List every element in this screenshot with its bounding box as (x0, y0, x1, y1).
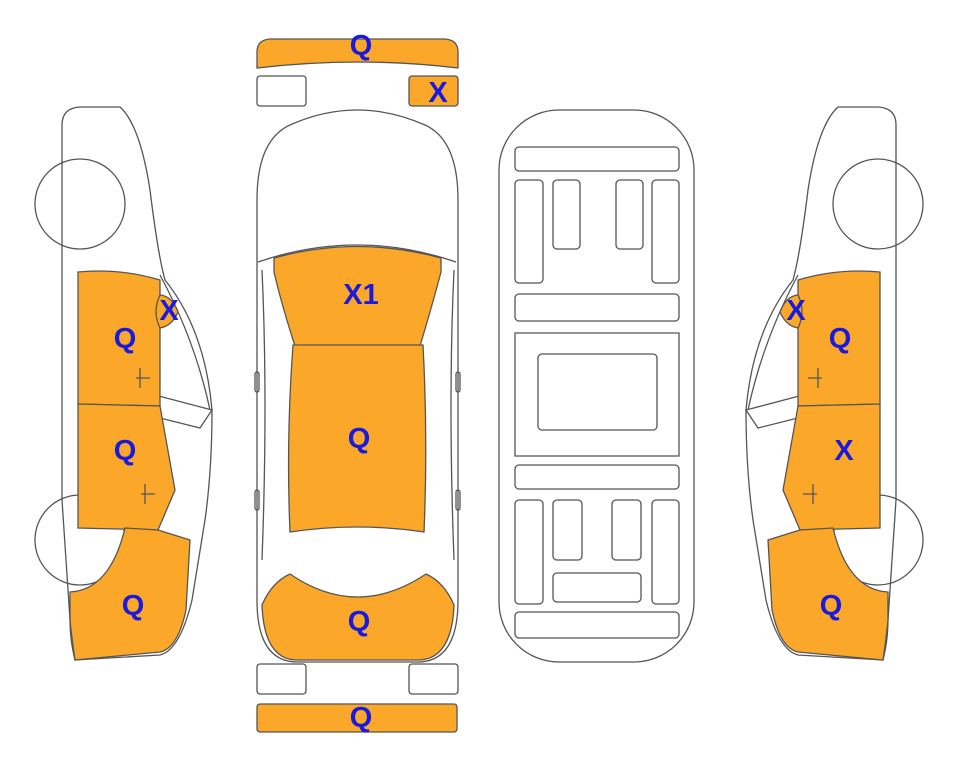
top-trunk-panel[interactable] (261, 573, 455, 661)
underbody-floor-pan (514, 332, 680, 457)
top-right-handle (455, 489, 461, 511)
front-grille-left-panel[interactable] (256, 75, 307, 107)
left-a-pillar (159, 274, 211, 411)
left-front-fender-mark: X (159, 295, 179, 327)
underbody-front-right-mount (615, 179, 644, 250)
top-roof-panel[interactable] (287, 344, 427, 533)
top-right-door-line (450, 269, 455, 561)
left-front-wheel (34, 158, 126, 250)
right-rear-door-mark: X (834, 435, 854, 467)
right-rear-quarter-mark: Q (820, 590, 843, 622)
top-windshield-frame (257, 244, 457, 263)
right-side-view: X Q X Q (744, 106, 924, 661)
underbody-center-tunnel (537, 353, 658, 431)
underbody-spare-well (552, 572, 642, 603)
underbody-rear-crossmember (514, 611, 680, 639)
right-body-outline (745, 106, 897, 661)
right-front-fender-mark: X (786, 295, 806, 327)
underbody-mid-front-crossmember (514, 293, 680, 322)
right-front-fender-panel[interactable] (779, 294, 803, 329)
left-rear-door-mark: Q (114, 435, 137, 467)
left-front-door-handle-icon (136, 368, 150, 388)
right-rear-door-panel[interactable] (782, 403, 881, 531)
top-hood-mark: X1 (343, 279, 378, 311)
left-rear-quarter-panel[interactable] (69, 527, 191, 661)
top-left-mirror (254, 371, 260, 393)
front-bumper-panel[interactable] (256, 38, 459, 69)
underbody-rear-right-mount (611, 499, 642, 561)
top-left-door-line (261, 269, 266, 561)
underbody-front-right-rail (651, 179, 680, 284)
right-front-door-handle-icon (808, 368, 822, 388)
top-left-handle (254, 489, 260, 511)
left-rear-door-panel[interactable] (77, 403, 176, 531)
right-rear-door-handle-icon (803, 484, 817, 504)
left-front-fender-panel[interactable] (155, 294, 179, 329)
rear-bumper-panel[interactable] (256, 703, 458, 733)
front-view: Q X (256, 30, 459, 109)
underbody-rear-left-mount (552, 499, 583, 561)
underbody-view (498, 109, 695, 663)
top-roof-mark: Q (348, 423, 371, 455)
rear-view: Q (256, 663, 459, 734)
top-trunk-mark: Q (348, 606, 371, 638)
right-front-wheel (832, 158, 924, 250)
left-body-outline (61, 106, 213, 661)
right-front-door-mark: Q (829, 323, 852, 355)
underbody-rear-left-rail (514, 499, 544, 605)
left-rear-quarter-mark: Q (122, 590, 145, 622)
front-grille-right-panel[interactable] (408, 75, 459, 107)
left-side-view: X Q Q Q (34, 106, 214, 661)
left-rear-door-handle-icon (141, 484, 155, 504)
top-hood-panel[interactable] (273, 245, 442, 347)
underbody-rear-right-rail (651, 499, 680, 605)
underbody-front-left-rail (514, 179, 544, 284)
rear-light-left-panel[interactable] (256, 663, 307, 695)
underbody-mid-rear-crossmember (514, 464, 680, 490)
rear-light-right-panel[interactable] (408, 663, 459, 695)
rear-bumper-mark: Q (350, 702, 373, 734)
top-right-mirror (455, 371, 461, 393)
underbody-outline (498, 109, 695, 663)
left-front-door-mark: Q (114, 323, 137, 355)
top-view: X1 Q Q (254, 109, 461, 663)
underbody-front-crossmember (514, 146, 680, 172)
underbody-front-left-mount (552, 179, 581, 250)
right-rear-quarter-panel[interactable] (767, 527, 889, 661)
right-a-pillar (747, 274, 799, 411)
front-bumper-mark: Q (350, 30, 373, 62)
front-grille-right-mark: X (428, 77, 448, 109)
top-body-outline (256, 109, 459, 663)
